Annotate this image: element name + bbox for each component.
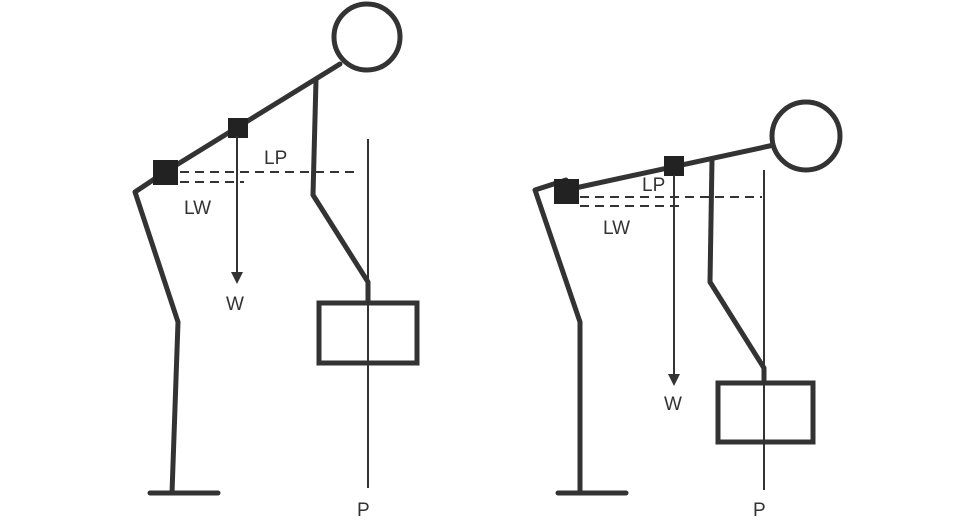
label-lp-right: LP bbox=[642, 175, 665, 196]
mass-center-right bbox=[664, 156, 684, 176]
label-lw-right: LW bbox=[603, 218, 630, 239]
leg-right bbox=[532, 177, 583, 496]
trunk-left bbox=[162, 61, 343, 175]
head-left bbox=[331, 1, 403, 73]
label-w-right: W bbox=[664, 394, 682, 415]
mass-center-left bbox=[228, 118, 248, 138]
label-p-left: P bbox=[357, 500, 370, 521]
hip-joint-right bbox=[554, 179, 579, 204]
label-lp-left: LP bbox=[264, 148, 287, 169]
figure-left: LP LW W P bbox=[132, 1, 420, 521]
figure-right: LP LW W P bbox=[532, 99, 843, 521]
label-p-right: P bbox=[753, 500, 766, 521]
head-right bbox=[769, 99, 843, 173]
label-lw-left: LW bbox=[184, 198, 211, 219]
leg-left bbox=[132, 169, 181, 496]
arm-right bbox=[707, 157, 767, 386]
hip-joint-left bbox=[153, 160, 178, 185]
load-box-right bbox=[715, 380, 816, 445]
arm-left bbox=[310, 77, 371, 306]
label-w-left: W bbox=[226, 294, 244, 315]
